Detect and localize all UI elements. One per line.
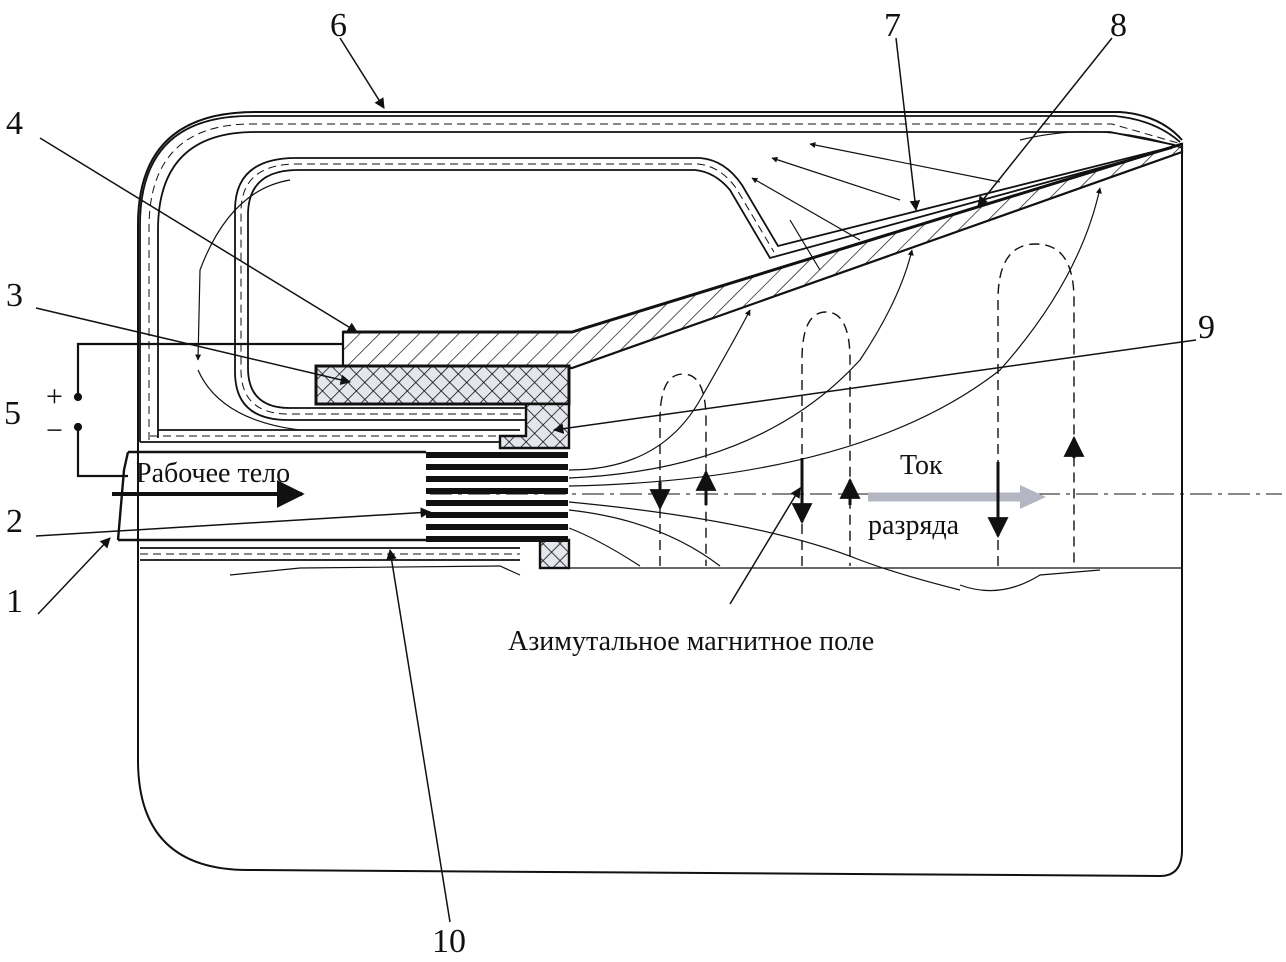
magnetic-field-label: Азимутальное магнитное поле bbox=[508, 626, 874, 657]
label-9: 9 bbox=[1198, 309, 1215, 346]
working-body-label: Рабочее тело bbox=[136, 458, 290, 489]
label-2: 2 bbox=[6, 503, 23, 540]
label-5: 5 bbox=[4, 395, 21, 432]
discharge-current-label-1: Ток bbox=[900, 450, 943, 481]
azimuthal-field-arrows bbox=[660, 438, 1074, 536]
label-3: 3 bbox=[6, 277, 23, 314]
plus-sign: + bbox=[46, 380, 63, 413]
label-1: 1 bbox=[6, 583, 23, 620]
discharge-current-arrowhead bbox=[1020, 485, 1046, 509]
minus-sign: − bbox=[46, 414, 63, 447]
label-7: 7 bbox=[884, 7, 901, 44]
cathode-plates-10 bbox=[426, 452, 568, 542]
insulator-3 bbox=[316, 366, 569, 404]
label-8: 8 bbox=[1110, 7, 1127, 44]
discharge-current-label-2: разряда bbox=[868, 510, 960, 541]
conical-electrode bbox=[343, 144, 1182, 368]
label-4: 4 bbox=[6, 105, 23, 142]
label-6: 6 bbox=[330, 7, 347, 44]
label-10: 10 bbox=[432, 923, 466, 960]
power-source-5 bbox=[75, 344, 343, 476]
lower-conductor bbox=[230, 566, 520, 575]
